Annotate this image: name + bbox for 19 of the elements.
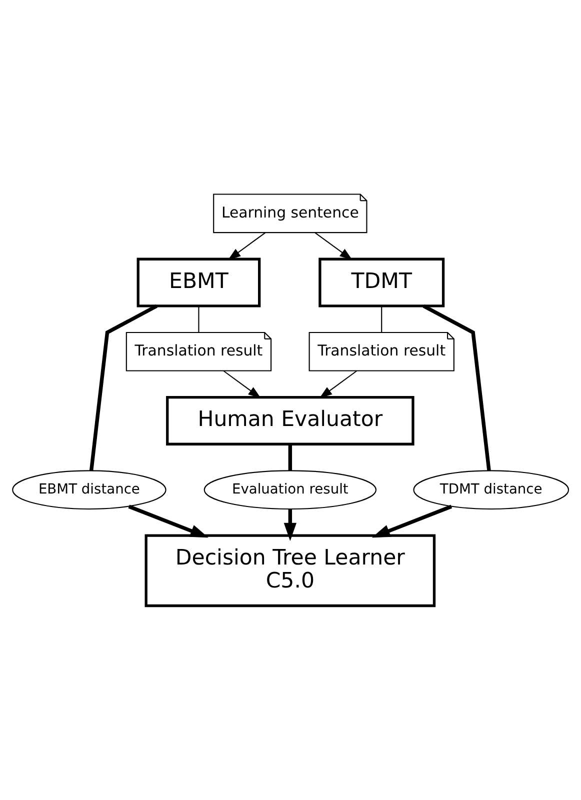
node-box: TDMT bbox=[318, 258, 445, 308]
node-box: EBMT bbox=[136, 258, 261, 308]
arrow bbox=[228, 232, 266, 260]
connector bbox=[381, 306, 382, 332]
arrow bbox=[128, 504, 208, 538]
node-box: Human Evaluator bbox=[166, 396, 414, 446]
arrow bbox=[372, 504, 452, 538]
node-ellipse: Evaluation result bbox=[204, 470, 377, 510]
connector bbox=[89, 304, 158, 471]
node-ellipse: TDMT distance bbox=[413, 470, 570, 510]
arrow bbox=[223, 370, 261, 398]
connector bbox=[288, 444, 292, 471]
arrow bbox=[314, 232, 352, 260]
arrow bbox=[319, 370, 357, 398]
arrow bbox=[284, 509, 296, 541]
node-box: Decision Tree Learner C5.0 bbox=[144, 534, 436, 608]
connector bbox=[198, 306, 200, 332]
node-ellipse: EBMT distance bbox=[12, 470, 166, 510]
connector bbox=[422, 304, 491, 471]
